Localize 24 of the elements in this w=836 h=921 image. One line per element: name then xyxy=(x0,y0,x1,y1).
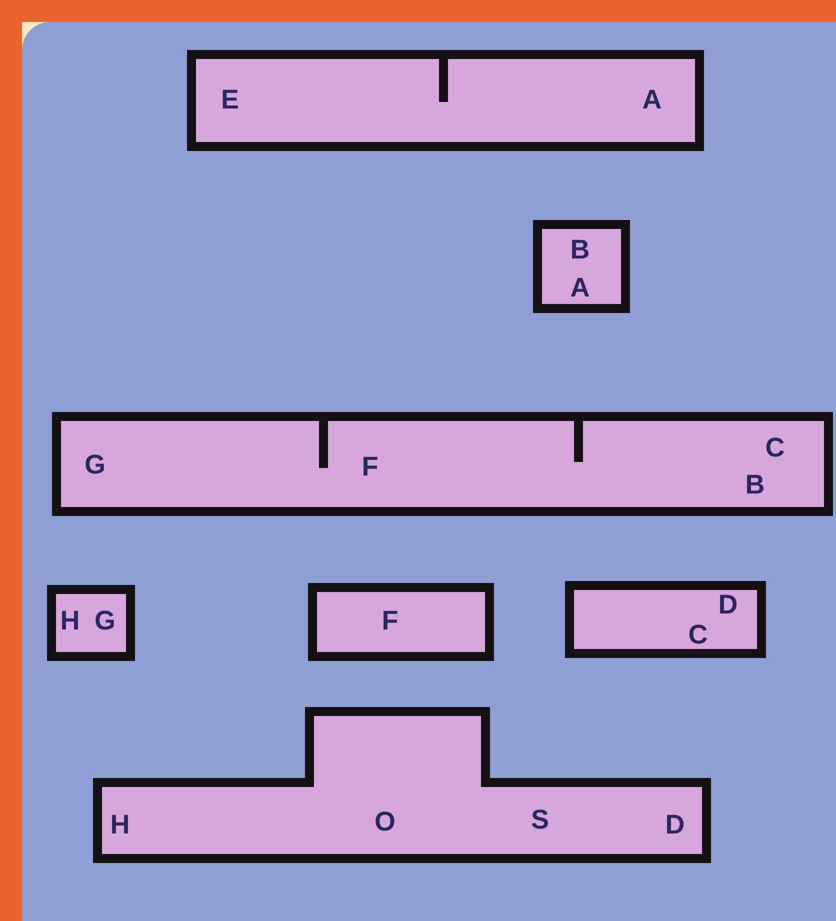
letter-label: F xyxy=(362,454,378,480)
puzzle-piece xyxy=(187,50,704,151)
letter-label: G xyxy=(84,452,106,478)
letter-label: D xyxy=(665,812,685,838)
letter-label: S xyxy=(531,806,549,834)
letter-label: A xyxy=(570,274,590,302)
letter-label: C xyxy=(688,622,708,648)
puzzle-piece xyxy=(93,707,711,863)
puzzle-piece xyxy=(47,585,135,661)
puzzle-piece xyxy=(52,412,833,516)
puzzle-piece xyxy=(308,583,494,661)
letter-label: B xyxy=(745,472,765,498)
puzzle-piece xyxy=(533,220,630,313)
letter-label: A xyxy=(642,86,662,114)
letter-label: D xyxy=(718,592,738,618)
letter-label: B xyxy=(570,236,590,264)
letter-label: E xyxy=(221,86,239,114)
letter-label: G xyxy=(94,608,116,634)
puzzle-piece xyxy=(565,581,766,658)
letter-label: F xyxy=(382,608,398,634)
letter-label: H xyxy=(60,608,80,634)
letter-label: H xyxy=(110,812,130,838)
letter-label: C xyxy=(765,434,785,462)
letter-label: O xyxy=(374,808,396,836)
